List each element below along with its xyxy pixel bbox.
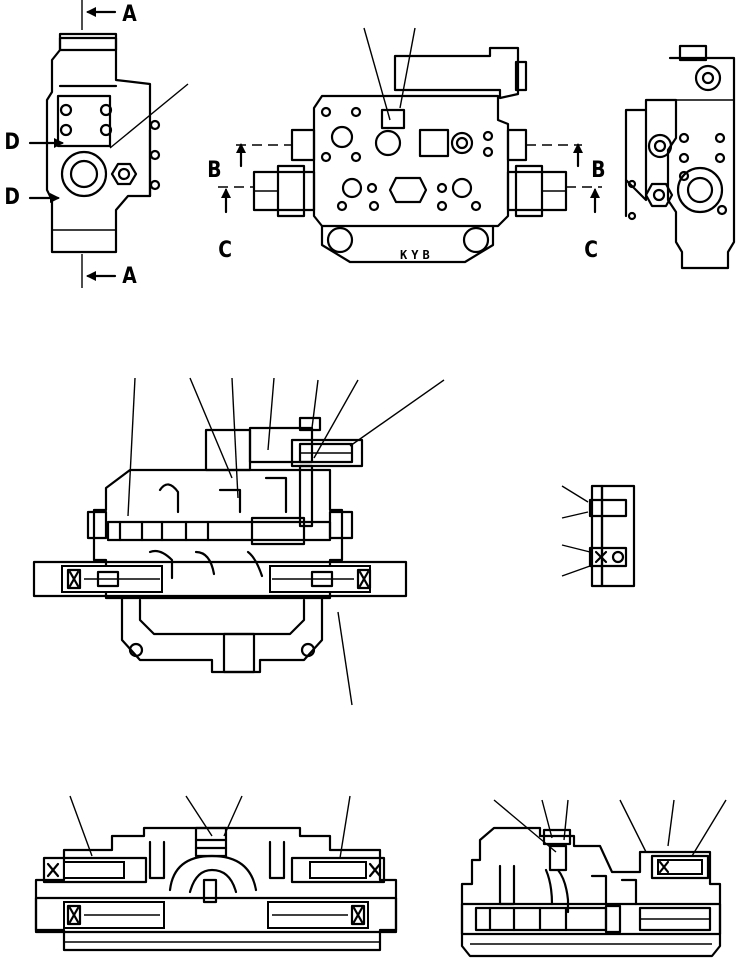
right-side-view (624, 44, 736, 270)
front-view (218, 27, 602, 264)
section-label-c-right: C (584, 238, 598, 263)
section-label-c-left: C (218, 238, 232, 263)
section-label-a-top: A (122, 2, 137, 27)
left-side-view (28, 0, 189, 288)
section-label-b-left: B (207, 158, 222, 183)
section-label-b-right: B (591, 158, 606, 183)
section-label-a-bottom: A (122, 264, 137, 289)
section-label-d-lower: D (4, 185, 20, 210)
section-label-d-upper: D (4, 130, 20, 155)
section-a-a-view (32, 377, 445, 706)
section-c-c-view (460, 799, 727, 958)
section-b-b-view (34, 795, 398, 952)
detail-view (561, 484, 636, 588)
valve-maker-text: KYB (400, 248, 434, 262)
